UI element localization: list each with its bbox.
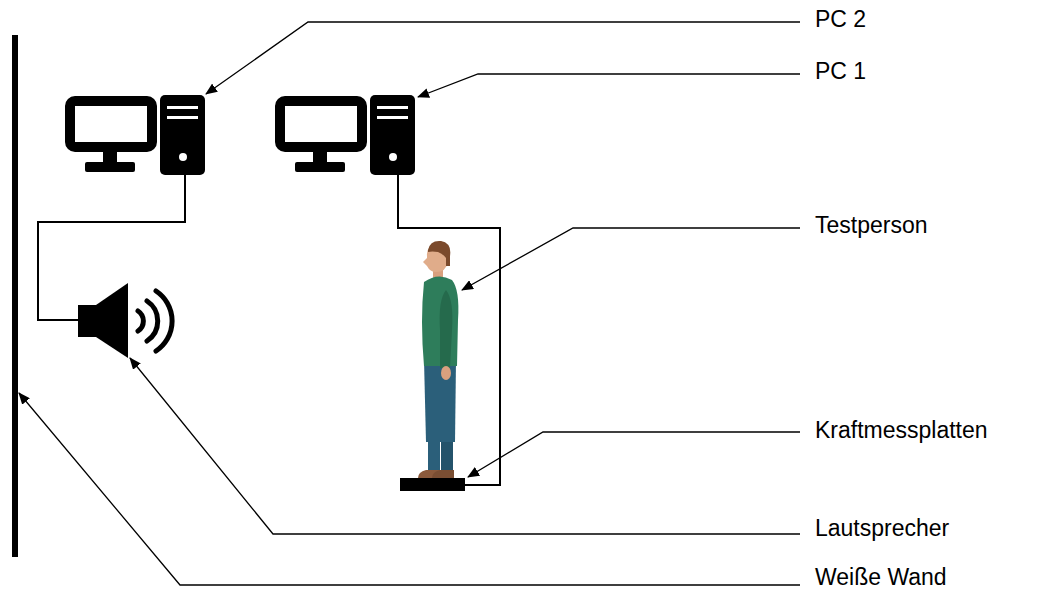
leader-line <box>462 228 800 290</box>
leader-line <box>206 22 800 94</box>
leader-line <box>418 74 800 97</box>
force-plate <box>400 478 465 491</box>
test-person-figure <box>418 241 458 478</box>
callout-label: Weiße Wand <box>815 565 947 590</box>
pc-icon <box>280 95 415 175</box>
speaker-symbol <box>78 283 172 358</box>
callout-label: PC 2 <box>815 7 866 32</box>
leader-line <box>468 432 800 477</box>
leader-line <box>130 358 800 534</box>
callout-label: Kraftmessplatten <box>815 418 988 443</box>
callout-label: Lautsprecher <box>815 516 949 541</box>
white-wall <box>12 35 18 557</box>
plate-cable <box>398 175 500 485</box>
callout-label: Testperson <box>815 213 928 238</box>
leader-line <box>19 393 800 585</box>
pc-icon <box>70 95 205 175</box>
callout-label: PC 1 <box>815 59 866 84</box>
